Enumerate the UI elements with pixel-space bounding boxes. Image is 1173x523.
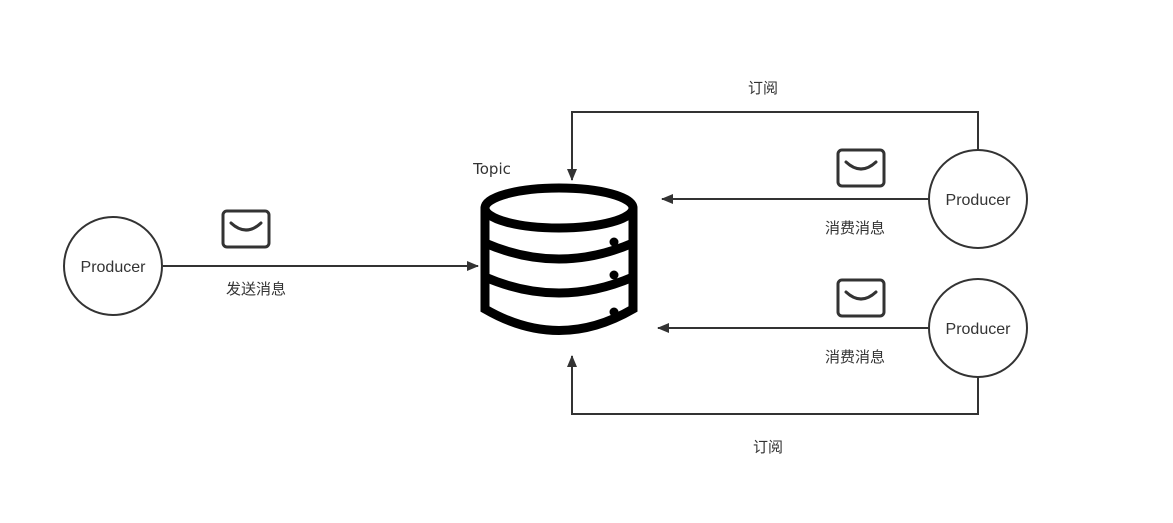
consume-bottom-label: 消费消息 [825,348,885,366]
producer-left-label: Producer [81,259,147,276]
envelope-icon [221,209,271,249]
envelope-icon [836,148,886,188]
envelope-icon [836,278,886,318]
topic-label: Topic [472,160,511,178]
consume-top-label: 消费消息 [825,219,885,237]
producer-bottom-right-node[interactable]: Producer [928,278,1028,378]
subscribe-top-connector [567,111,979,181]
producer-top-right-node[interactable]: Producer [928,149,1028,249]
database-icon[interactable] [480,183,638,335]
subscribe-top-label: 订阅 [748,79,778,97]
producer-bottom-right-label: Producer [946,321,1012,338]
producer-left-node[interactable]: Producer [63,216,163,316]
producer-top-right-label: Producer [946,192,1012,209]
subscribe-bottom-label: 订阅 [753,438,783,456]
subscribe-bottom-connector [567,355,979,415]
send-message-label: 发送消息 [226,280,286,298]
